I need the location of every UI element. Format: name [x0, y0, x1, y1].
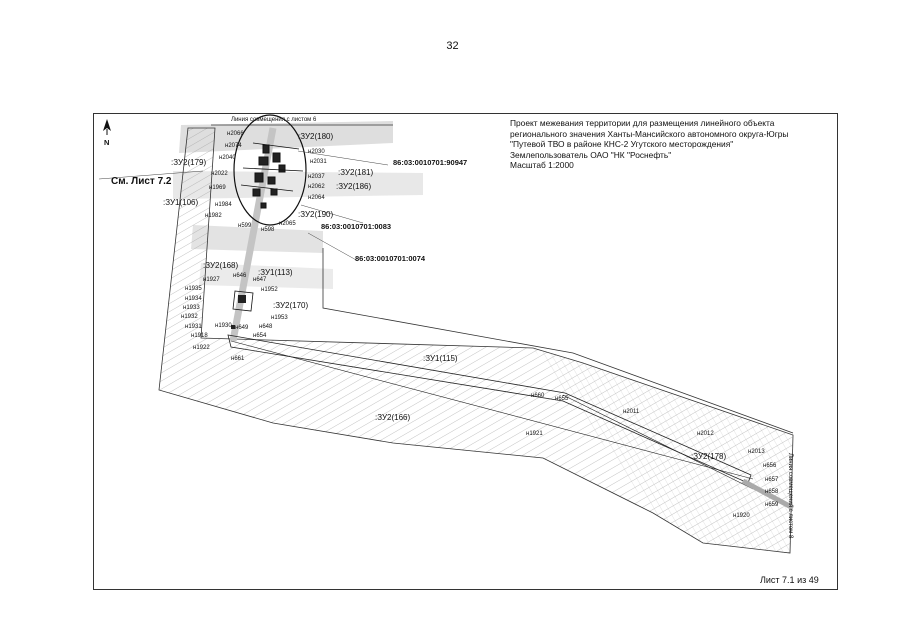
svg-text:н2030: н2030 [308, 149, 325, 155]
parcel-zu2-168: :ЗУ2(168) [203, 261, 239, 270]
page-number: 32 [446, 40, 459, 52]
svg-text:н1921: н1921 [526, 431, 543, 437]
svg-text:н1953: н1953 [271, 315, 288, 321]
north-arrow-icon [103, 119, 111, 135]
svg-text:н2040: н2040 [219, 155, 236, 161]
parcel-zu2-190: :ЗУ2(190) [298, 210, 334, 219]
svg-text:н2074: н2074 [225, 143, 242, 149]
svg-text:н647: н647 [253, 277, 267, 283]
svg-text:н660: н660 [531, 393, 545, 399]
svg-text:н655: н655 [555, 396, 569, 402]
title-block: Проект межевания территории для размещен… [510, 118, 830, 171]
svg-text:н1934: н1934 [185, 296, 202, 302]
parcel-zu2-179: :ЗУ2(179) [171, 158, 207, 167]
svg-text:н1932: н1932 [181, 314, 198, 320]
title-line-4: Землепользователь ОАО "НК "Роснефть" [510, 149, 672, 160]
svg-text:н1952: н1952 [261, 287, 278, 293]
see-sheet-label: См. Лист 7.2 [111, 176, 172, 187]
svg-text:н648: н648 [259, 324, 273, 330]
svg-text:н659: н659 [765, 502, 779, 508]
svg-text:н661: н661 [231, 356, 245, 362]
parcel-zu2-178: :ЗУ2(178) [691, 452, 727, 461]
parcel-zu1-113: :ЗУ1(113) [258, 268, 293, 277]
point-labels: н2066 н2074 н2040 н2022 н1969 н1984 н198… [181, 131, 779, 519]
svg-text:н2037: н2037 [308, 174, 325, 180]
svg-text:н2066: н2066 [227, 131, 244, 137]
title-line-5: Масштаб 1:2000 [510, 160, 574, 170]
join-line-top-label: Линия совмещения с листом 6 [231, 117, 317, 123]
svg-text:н646: н646 [233, 273, 247, 279]
svg-text:н1927: н1927 [203, 277, 220, 283]
svg-text:н654: н654 [253, 333, 267, 339]
parcel-zu2-186: :ЗУ2(186) [336, 182, 372, 191]
svg-text:н2022: н2022 [211, 171, 228, 177]
svg-text:н2012: н2012 [697, 431, 714, 437]
svg-text:н1918: н1918 [191, 333, 208, 339]
svg-text:н2062: н2062 [308, 184, 325, 190]
svg-text:н1922: н1922 [193, 345, 210, 351]
svg-text:н657: н657 [765, 477, 779, 483]
svg-text:н1984: н1984 [215, 202, 232, 208]
east-boundary-line [322, 248, 794, 434]
detail-ellipse [233, 114, 307, 226]
join-line-right-label: Линия совмещения с листом 8 [787, 453, 793, 539]
title-line-3: "Путевой ТВО в районе КНС-2 Угутского ме… [510, 139, 734, 149]
buildings-cluster [240, 142, 304, 209]
cadastral-c3: 86:03:0010701:0074 [355, 254, 426, 263]
svg-text:н598: н598 [261, 227, 275, 233]
svg-text:н1935: н1935 [185, 286, 202, 292]
cadastral-c1: 86:03:0010701:90947 [393, 158, 467, 167]
parcel-zu2-170: :ЗУ2(170) [273, 301, 309, 310]
svg-text:н2031: н2031 [310, 159, 327, 165]
svg-text:н599: н599 [238, 223, 252, 229]
svg-text:н1931: н1931 [185, 324, 202, 330]
svg-text:н656: н656 [763, 463, 777, 469]
svg-text:н2065: н2065 [279, 221, 296, 227]
leader-lines [98, 150, 389, 262]
svg-text:н2013: н2013 [748, 449, 765, 455]
parcel-zu2-166: :ЗУ2(166) [375, 413, 411, 422]
upper-terrain-stripes [173, 121, 423, 289]
svg-text:н649: н649 [235, 325, 249, 331]
cadastral-map: N Линия совмещения с листом 6 См. Лист 7… [98, 114, 795, 554]
parcel-east-area [533, 348, 793, 553]
title-line-2: регионального значения Ханты-Мансийского… [510, 128, 789, 139]
mid-cluster [231, 290, 254, 329]
map-frame [93, 113, 838, 590]
north-label: N [104, 138, 109, 147]
svg-text:н1930: н1930 [215, 323, 232, 329]
svg-text:н1982: н1982 [205, 213, 222, 219]
svg-text:н1920: н1920 [733, 513, 750, 519]
parcel-zu1-106: :ЗУ1(106) [163, 198, 199, 207]
parcel-zu1-115: :ЗУ1(115) [423, 354, 458, 363]
cadastral-c2: 86:03:0010701:0083 [321, 222, 391, 231]
svg-text:н1969: н1969 [209, 185, 226, 191]
svg-text:н2011: н2011 [623, 409, 640, 415]
title-line-1: Проект межевания территории для размещен… [510, 118, 775, 128]
parcel-zu2-181: :ЗУ2(181) [338, 168, 374, 177]
sheet-label: Лист 7.1 из 49 [760, 575, 819, 585]
svg-text:н658: н658 [765, 489, 779, 495]
parcel-zu2-180: :ЗУ2(180) [298, 132, 334, 141]
svg-text:н1933: н1933 [183, 305, 200, 311]
svg-text:н2064: н2064 [308, 195, 325, 201]
